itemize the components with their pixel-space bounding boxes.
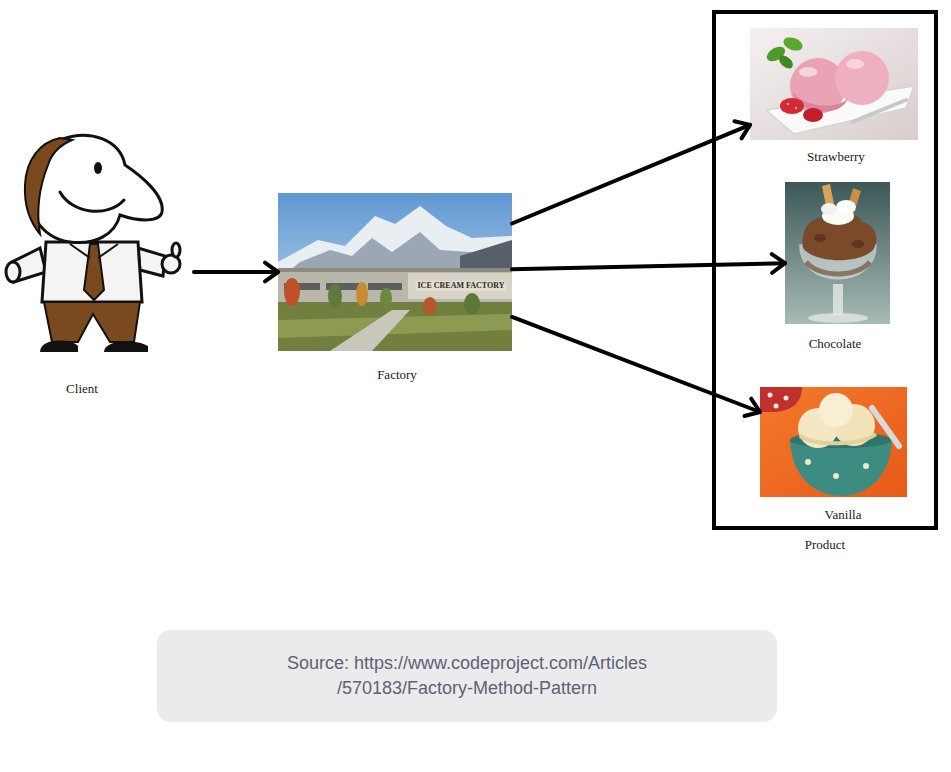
- factory-photo: [423, 297, 437, 315]
- flavor-card: Chocolate: [785, 182, 890, 353]
- vanilla-photo: [790, 440, 892, 496]
- vanilla-photo: [774, 404, 779, 409]
- client-cartoon: [60, 192, 124, 211]
- factory-photo: [278, 193, 512, 351]
- vanilla-photo: [872, 408, 899, 446]
- flow-arrow: [194, 263, 278, 282]
- strawberry-photo: [803, 108, 823, 122]
- vanilla-photo: [760, 387, 907, 497]
- client-cartoon: [6, 135, 180, 352]
- arrow-shaft: [512, 263, 785, 269]
- factory-photo: [464, 293, 480, 315]
- factory-photo: [380, 288, 392, 308]
- strawberry-photo: [835, 51, 889, 105]
- source-caption: Source: https://www.codeproject.com/Arti…: [247, 651, 687, 701]
- flow-arrow: [512, 254, 785, 273]
- chocolate-photo: [821, 203, 837, 215]
- chocolate-photo: [833, 284, 843, 316]
- arrow-head: [734, 121, 750, 138]
- node-label: Product: [805, 537, 845, 552]
- flavor-card: Vanilla: [760, 387, 907, 524]
- factory-photo: [330, 310, 410, 351]
- factory-photo: [278, 268, 512, 272]
- client-cartoon: [94, 162, 102, 174]
- chocolate-photo: [836, 200, 856, 214]
- client-cartoon: [70, 244, 118, 258]
- node-label: Factory: [377, 367, 417, 382]
- factory-photo: [278, 206, 512, 280]
- chocolate-photo: [852, 240, 864, 248]
- client-cartoon: [172, 243, 180, 257]
- node-label: Vanilla: [825, 507, 862, 522]
- flow-arrow: [512, 317, 760, 416]
- sign-text: ICE CREAM FACTORY: [416, 281, 507, 291]
- node-label: Client: [66, 381, 98, 396]
- arrow-head: [745, 399, 760, 416]
- arrow-shaft: [512, 317, 760, 412]
- client-cartoon: [44, 302, 140, 342]
- strawberry-photo: [787, 103, 789, 105]
- node-label: Strawberry: [807, 149, 865, 164]
- vanilla-photo: [863, 463, 869, 469]
- arrow-head: [772, 254, 785, 273]
- strawberry-photo: [799, 67, 817, 77]
- arrow-shaft: [194, 270, 278, 274]
- vanilla-photo: [760, 387, 802, 412]
- client-cartoon: [104, 341, 148, 352]
- client-cartoon: [84, 244, 104, 300]
- factory-photo: [278, 193, 512, 351]
- client-node: Client: [4, 128, 194, 398]
- chocolate-photo: [785, 182, 890, 324]
- product-group: ProductStrawberryChocolateVanilla: [712, 10, 938, 530]
- strawberry-photo: [795, 107, 797, 109]
- chocolate-photo: [822, 184, 836, 216]
- factory-photo: [328, 284, 342, 308]
- vanilla-photo: [805, 459, 811, 465]
- strawberry-photo: [846, 59, 864, 69]
- vanilla-photo: [833, 473, 839, 479]
- vanilla-photo: [768, 393, 773, 398]
- chocolate-photo: [814, 234, 826, 242]
- factory-photo: [284, 278, 300, 306]
- strawberry-photo: [780, 98, 804, 114]
- vanilla-photo: [760, 387, 907, 497]
- client-cartoon: [25, 138, 72, 234]
- vanilla-photo: [784, 396, 789, 401]
- chocolate-photo: [785, 182, 890, 324]
- arrow-head: [265, 263, 278, 282]
- client-cartoon: [42, 242, 142, 302]
- strawberry-photo: [750, 28, 918, 140]
- node-label: Chocolate: [809, 336, 862, 351]
- caption-box: Source: https://www.codeproject.com/Arti…: [157, 630, 777, 722]
- strawberry-photo: [852, 100, 906, 122]
- factory-photo: [408, 273, 512, 299]
- strawberry-photo: [777, 53, 796, 71]
- client-cartoon: [40, 341, 78, 352]
- vanilla-photo: [800, 434, 876, 443]
- strawberry-photo: [750, 28, 918, 140]
- flavor-card: Strawberry: [750, 28, 918, 166]
- strawberry-photo: [782, 35, 805, 53]
- client-cartoon: [6, 262, 20, 282]
- chocolate-photo: [806, 262, 870, 274]
- vanilla-photo: [819, 393, 853, 427]
- factory-photo: [356, 282, 368, 306]
